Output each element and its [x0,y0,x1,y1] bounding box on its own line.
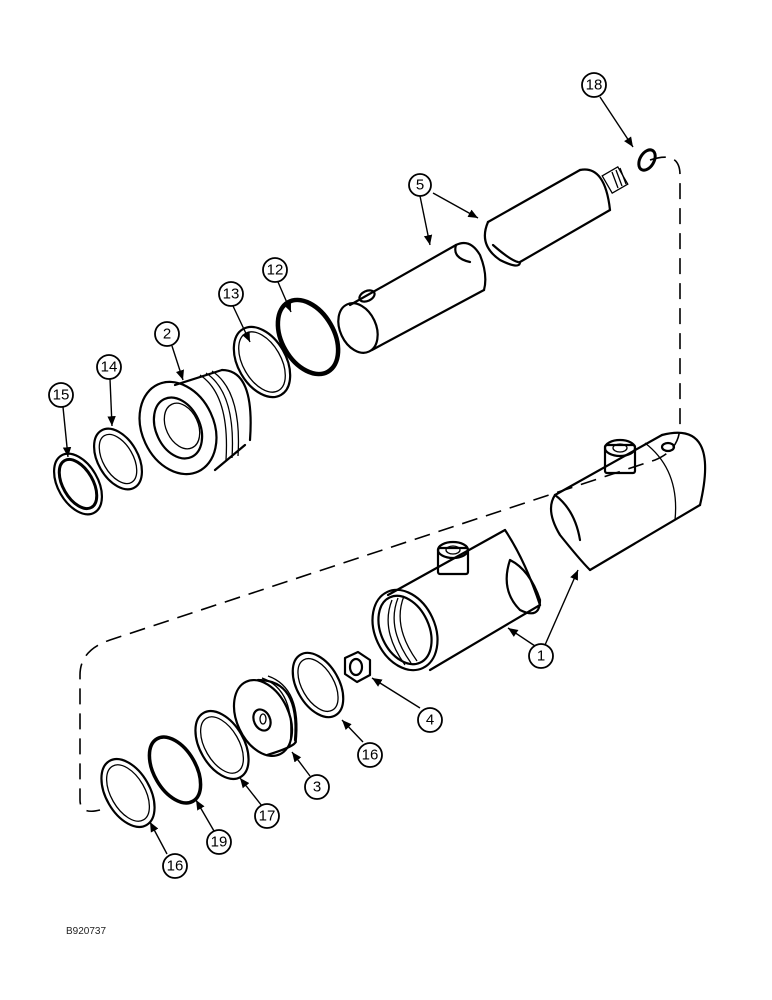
callout-18: 18 [581,72,607,98]
callout-19: 19 [206,829,232,855]
svg-text:16: 16 [362,747,379,764]
svg-text:4: 4 [426,712,434,729]
piston-3-part [232,675,298,757]
svg-text:5: 5 [416,177,424,194]
svg-text:1: 1 [537,648,545,665]
nut-4-part [343,650,372,684]
ring-17-part [194,710,250,780]
svg-text:14: 14 [101,359,118,376]
callout-13: 13 [218,281,244,307]
svg-text:2: 2 [163,326,171,343]
svg-text:13: 13 [223,286,240,303]
svg-text:12: 12 [267,262,284,279]
svg-text:3: 3 [313,779,321,796]
rod-left-half-part [337,241,487,354]
assembly-dashed-line [79,156,681,813]
figure-id-label: B920737 [66,926,107,937]
gland-2-part [138,368,252,476]
callout-14: 14 [96,354,122,380]
barrel-right-half-part [549,431,707,572]
svg-text:15: 15 [53,387,70,404]
ring-12-part [275,297,341,377]
callout-17: 17 [254,803,280,829]
rod-right-half-part [483,165,629,267]
callout-16-upper: 16 [357,742,383,768]
barrel-left-half-part [371,528,542,672]
callout-12: 12 [262,257,288,283]
svg-text:18: 18 [586,77,603,94]
callout-4: 4 [417,707,443,733]
ring-14-part [92,427,144,491]
callout-3: 3 [304,774,330,800]
seal-19-part [147,735,203,805]
ring-16-upper-part [291,651,345,719]
svg-text:19: 19 [211,834,228,851]
callout-5: 5 [408,173,432,197]
callout-2: 2 [154,321,180,347]
callout-15: 15 [48,382,74,408]
svg-text:17: 17 [259,808,276,825]
ring-16-lower-part [100,758,156,828]
o-ring-18-part [637,148,657,172]
wiper-15-part [52,452,104,516]
svg-text:16: 16 [167,858,184,875]
leader-lines [62,96,634,855]
callout-1: 1 [528,643,554,669]
callout-16-lower: 16 [162,853,188,879]
ring-13-part [232,325,292,399]
